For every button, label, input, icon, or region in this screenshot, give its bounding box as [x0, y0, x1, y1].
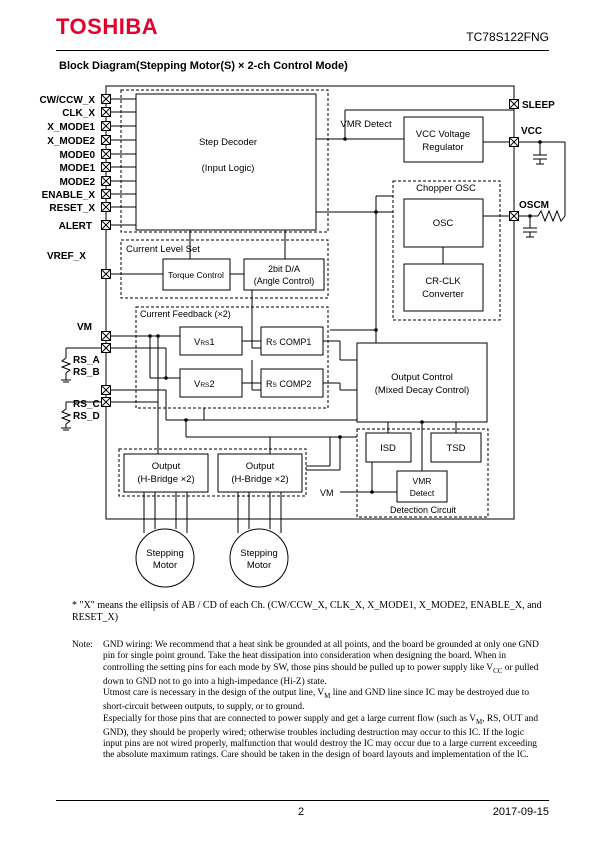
output-group [118, 448, 307, 497]
rscomp2-label: RS COMP2 [266, 379, 311, 389]
vrs2-label: VRS2 [194, 379, 215, 390]
dac-line2: (Angle Control) [254, 276, 315, 286]
cr-clk-line2: Converter [422, 289, 464, 300]
rs-b-label: RS_B [73, 367, 100, 378]
rs-a-label: RS_A [73, 355, 100, 366]
vmr-detect-label: VMR Detect [340, 119, 392, 130]
current-feedback-label: Current Feedback (×2) [140, 309, 231, 319]
current-level-set-label: Current Level Set [126, 244, 200, 255]
motor2-circle [229, 528, 289, 588]
vrs1-label: VRS1 [194, 337, 215, 348]
cr-clk-block [403, 263, 484, 312]
osc-label: OSC [433, 218, 454, 229]
rscomp1-label: RS COMP1 [266, 337, 311, 347]
motor2-line1: Stepping [240, 548, 278, 559]
page-number: 2 [298, 806, 305, 818]
output-control-line2: (Mixed Decay Control) [375, 385, 470, 396]
output2-line2: (H-Bridge ×2) [231, 474, 288, 485]
vm-internal-label: VM [320, 488, 334, 498]
output1-line2: (H-Bridge ×2) [137, 474, 194, 485]
output1-block [123, 453, 209, 493]
dac-line1: 2bit D/A [268, 264, 300, 274]
cr-clk-line1: CR-CLK [425, 276, 461, 287]
note-paragraph: GND wiring: We recommend that a heat sin… [103, 640, 539, 687]
footnote: * "X" means the ellipsis of AB / CD of e… [72, 600, 542, 623]
vmr-detect-box-line2: Detect [410, 488, 435, 498]
vm-label: VM [77, 322, 92, 333]
vref-label: VREF_X [47, 251, 86, 262]
current-level-set-group [120, 239, 329, 299]
vcc-regulator-line2: Regulator [422, 142, 463, 153]
torque-control-label: Torque Control [168, 270, 224, 280]
output2-line1: Output [246, 461, 275, 472]
motor1-line1: Stepping [146, 548, 184, 559]
motor2-line2: Motor [247, 560, 271, 571]
part-number: TC78S122FNG [466, 30, 549, 44]
output2-block [217, 453, 303, 493]
pin-label: ENABLE_X [42, 190, 96, 201]
input-logic-group [120, 89, 329, 233]
pin-label: MODE1 [59, 163, 95, 174]
isd-label: ISD [380, 443, 396, 454]
sleep-label: SLEEP [522, 100, 555, 111]
oscm-label: OSCM [519, 200, 549, 211]
pin-label: CW/CCW_X [39, 95, 95, 106]
motor1-circle [135, 528, 195, 588]
tsd-label: TSD [447, 443, 466, 454]
pin-label: MODE0 [59, 150, 95, 161]
pin-label: X_MODE1 [47, 122, 95, 133]
block-diagram: CW/CCW_X CLK_X X_MODE1 X_MODE2 MODE0 MOD… [39, 85, 566, 588]
toshiba-logo: TOSHIBA [56, 14, 159, 39]
note-label: Note: [72, 640, 93, 650]
pin-label: MODE2 [59, 177, 95, 188]
vcc-label: VCC [521, 126, 542, 137]
motor1-line2: Motor [153, 560, 177, 571]
detection-circuit-label: Detection Circuit [390, 505, 457, 515]
footer-rule [56, 800, 549, 801]
pin-label: CLK_X [62, 108, 95, 119]
header-rule [56, 50, 549, 51]
output-control-line1: Output Control [391, 372, 453, 383]
chip-outline [105, 85, 515, 520]
rs-c-label: RS_C [73, 399, 100, 410]
output1-line1: Output [152, 461, 181, 472]
step-decoder-block [135, 93, 317, 231]
chopper-osc-label: Chopper OSC [416, 183, 476, 194]
pin-label: RESET_X [49, 203, 95, 214]
note-paragraph: Especially for those pins that are conne… [103, 713, 539, 761]
document-date: 2017-09-15 [492, 806, 549, 818]
note-paragraph: Utmost care is necessary in the design o… [103, 688, 530, 713]
chopper-osc-group [392, 180, 501, 321]
page-title: Block Diagram(Stepping Motor(S) × 2-ch C… [59, 60, 348, 72]
rs-d-label: RS_D [73, 411, 100, 422]
step-decoder-subtitle: (Input Logic) [202, 163, 255, 174]
pin-label: X_MODE2 [47, 136, 95, 147]
vcc-regulator-line1: VCC Voltage [416, 129, 470, 140]
pin-label: ALERT [59, 221, 92, 232]
step-decoder-title: Step Decoder [199, 137, 257, 148]
vmr-detect-box-line1: VMR [413, 476, 432, 486]
current-feedback-group [135, 306, 329, 409]
